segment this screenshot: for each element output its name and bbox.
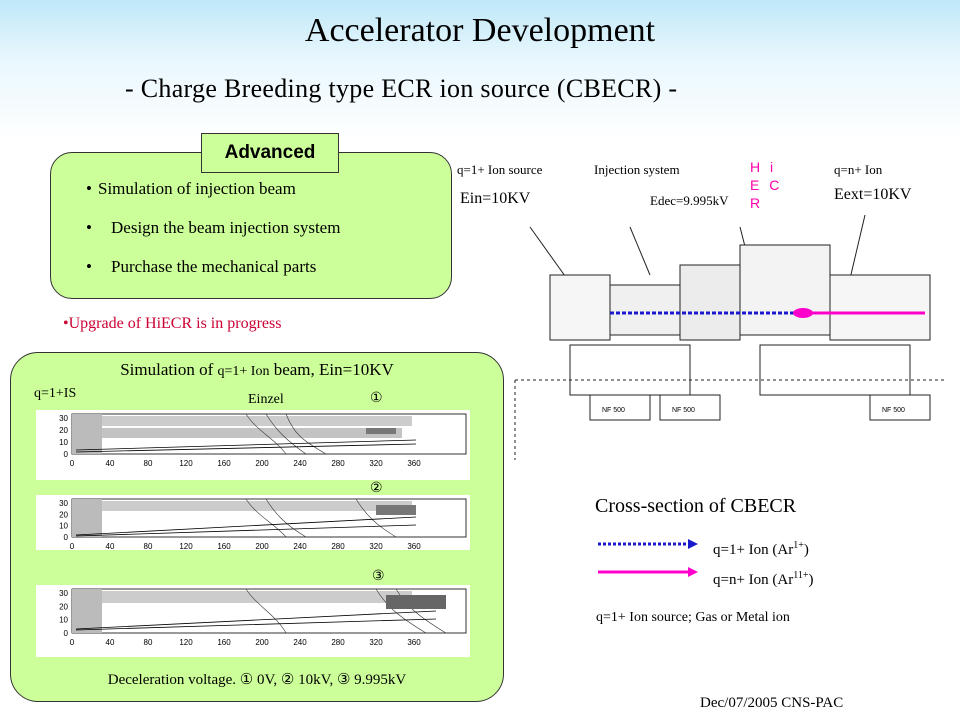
source-note: q=1+ Ion source; Gas or Metal ion: [596, 610, 790, 625]
x-tick-label: 0: [70, 542, 75, 550]
x-tick-label: 240: [293, 542, 307, 550]
stand-label: NF 500: [882, 407, 905, 414]
x-tick-label: 120: [179, 638, 193, 647]
upgrade-note: •Upgrade of HiECR is in progress: [63, 315, 282, 332]
case-1-marker: ①: [370, 391, 383, 406]
advanced-panel: [50, 152, 452, 299]
bullet-purchase: •Purchase the mechanical parts: [86, 257, 317, 276]
x-tick-label: 360: [407, 459, 421, 468]
legend-qn: q=n+ Ion (Ar11+): [713, 570, 814, 588]
x-tick-label: 0: [70, 459, 75, 468]
y-tick-label: 20: [59, 510, 68, 519]
advanced-badge: Advanced: [201, 133, 339, 173]
bullet-design: •Design the beam injection system: [86, 218, 341, 237]
stand-label: NF 500: [602, 407, 625, 414]
legend-q1: q=1+ Ion (Ar1+): [713, 540, 809, 558]
eext-value: Eext=10KV: [834, 186, 912, 203]
x-tick-label: 0: [70, 638, 75, 647]
bullet-simulation: •Simulation of injection beam: [86, 179, 296, 198]
x-tick-label: 40: [106, 638, 115, 647]
x-tick-label: 120: [179, 542, 193, 550]
footer-date: Dec/07/2005 CNS-PAC: [700, 695, 844, 711]
hiecr-label: H i E C R: [750, 159, 783, 211]
x-tick-label: 160: [217, 459, 231, 468]
y-tick-label: 0: [64, 450, 69, 459]
case-2-marker: ②: [370, 481, 383, 496]
y-tick-label: 20: [59, 426, 68, 435]
x-tick-label: 240: [293, 638, 307, 647]
einzel-label: Einzel: [248, 392, 284, 407]
x-tick-label: 320: [369, 459, 383, 468]
x-tick-label: 320: [369, 638, 383, 647]
simulation-plot-1: 0 40 80 120 160 200 240 280 320 360 30 20 10 0: [36, 410, 470, 480]
slide-title: Accelerator Development: [304, 12, 656, 49]
x-tick-label: 200: [255, 542, 269, 550]
x-tick-label: 40: [106, 459, 115, 468]
y-tick-label: 10: [59, 438, 68, 447]
bullet-dot: •: [86, 218, 92, 237]
x-tick-label: 280: [331, 638, 345, 647]
cbecr-cross-section: NF 500 NF 500 NF 500: [514, 214, 945, 460]
x-tick-label: 40: [106, 542, 115, 550]
x-tick-label: 120: [179, 459, 193, 468]
edec-value: Edec=9.995kV: [650, 193, 729, 208]
bullet-dot: •: [86, 257, 92, 276]
ein-value: Ein=10KV: [460, 190, 531, 207]
x-tick-label: 80: [144, 459, 153, 468]
y-tick-label: 30: [59, 414, 68, 423]
output-ion-label: q=n+ Ion: [834, 162, 883, 177]
slide-subtitle: - Charge Breeding type ECR ion source (C…: [125, 74, 678, 103]
y-tick-label: 10: [59, 522, 68, 531]
y-tick-label: 30: [59, 589, 68, 598]
simulation-plot-3: 0 40 80 120 160 200 240 280 320 360 30 20 10 0: [36, 585, 470, 657]
x-tick-label: 80: [144, 542, 153, 550]
x-tick-label: 360: [407, 542, 421, 550]
x-tick-label: 160: [217, 638, 231, 647]
x-tick-label: 280: [331, 542, 345, 550]
x-tick-label: 240: [293, 459, 307, 468]
ion-source-label: q=1+IS: [34, 386, 77, 401]
y-tick-label: 30: [59, 499, 68, 508]
y-tick-label: 10: [59, 616, 68, 625]
x-tick-label: 280: [331, 459, 345, 468]
injection-system-label: Injection system: [594, 162, 680, 177]
x-tick-label: 200: [255, 638, 269, 647]
x-tick-label: 360: [407, 638, 421, 647]
y-tick-label: 20: [59, 602, 68, 611]
x-tick-label: 320: [369, 542, 383, 550]
y-tick-label: 0: [64, 533, 69, 542]
x-tick-label: 80: [144, 638, 153, 647]
ion-source-label: q=1+ Ion source: [457, 162, 543, 177]
simulation-title: Simulation of q=1+ Ion beam, Ein=10KV: [120, 360, 394, 379]
x-tick-label: 200: [255, 459, 269, 468]
deceleration-caption: Deceleration voltage. ① 0V, ② 10kV, ③ 9.…: [107, 672, 407, 688]
x-tick-label: 160: [217, 542, 231, 550]
y-tick-label: 0: [64, 629, 69, 638]
bullet-dot: •: [86, 179, 92, 198]
simulation-plot-2: 0 40 80 120 160 200 240 280 320 360 30 20 10 0: [36, 495, 470, 550]
stand-label: NF 500: [672, 407, 695, 414]
legend-lines: [598, 539, 698, 577]
cross-section-caption: Cross-section of CBECR: [595, 495, 797, 517]
case-3-marker: ③: [372, 569, 385, 584]
plasma-spot: [793, 308, 813, 318]
